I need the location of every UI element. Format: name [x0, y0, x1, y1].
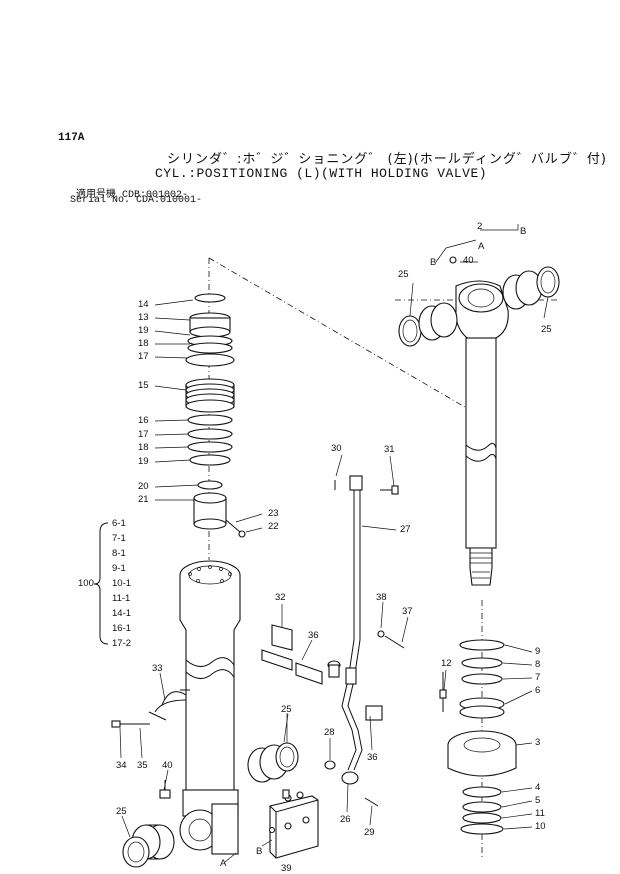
callout-36: 36	[308, 630, 319, 641]
callout-17b: 17	[138, 429, 149, 440]
group100-item-3: 8-1	[112, 548, 126, 559]
piston-rod	[455, 280, 509, 586]
callout-13: 13	[138, 312, 149, 323]
callout-2: 2	[477, 221, 483, 232]
callout-39: 39	[281, 863, 292, 874]
callout-25-upper-left: 25	[398, 269, 409, 280]
callout-25-lower: 25	[116, 806, 127, 817]
callout-28: 28	[324, 727, 335, 738]
callout-18: 18	[138, 338, 149, 349]
callout-33: 33	[152, 663, 163, 674]
callout-15: 15	[138, 380, 149, 391]
callout-40-lower: 40	[162, 760, 173, 771]
callout-36b: 36	[367, 752, 378, 763]
group100-item-5: 10-1	[112, 578, 132, 589]
leader-lines	[93, 224, 549, 863]
group100-item-4: 9-1	[112, 563, 126, 574]
callout-4: 4	[535, 782, 541, 793]
pipe-line	[324, 475, 405, 807]
seal-stack-left	[185, 293, 246, 538]
callout-40-upper: 40	[463, 255, 474, 266]
callout-7: 7	[535, 672, 541, 683]
callout-25-upper-right: 25	[541, 324, 552, 335]
callout-34: 34	[116, 760, 127, 771]
pipe-bracket	[261, 624, 341, 685]
callout-22: 22	[268, 521, 279, 532]
pin-bushings-lower	[122, 742, 299, 868]
label-b-left: B	[430, 257, 437, 268]
pin-bushings-upper	[398, 256, 560, 347]
grease-fitting	[159, 780, 171, 799]
callout-5: 5	[535, 795, 541, 806]
group100-item-2: 7-1	[112, 533, 126, 544]
group100-item-7: 14-1	[112, 608, 132, 619]
callout-11: 11	[535, 808, 545, 819]
callout-6: 6	[535, 685, 541, 696]
callout-9: 9	[535, 646, 541, 657]
callout-16: 16	[138, 415, 149, 426]
callout-20: 20	[138, 481, 149, 492]
label-b-port: B	[256, 846, 263, 857]
callout-25-mid: 25	[281, 704, 292, 715]
callout-32: 32	[275, 592, 286, 603]
callout-21: 21	[138, 494, 149, 505]
callout-29: 29	[364, 827, 375, 838]
group100-item-8: 16-1	[112, 623, 132, 634]
callout-8: 8	[535, 659, 541, 670]
callout-35: 35	[137, 760, 148, 771]
callout-30: 30	[331, 443, 342, 454]
seal-stack-right	[439, 639, 517, 835]
group100-item-9: 17-2	[112, 638, 132, 649]
callout-100: 100	[78, 578, 94, 589]
callout-12: 12	[441, 658, 452, 669]
callout-38: 38	[376, 592, 387, 603]
callout-37: 37	[402, 606, 413, 617]
serial-line-2: Serial No. CDA:010001-	[70, 195, 203, 206]
label-b-top: B	[520, 226, 527, 237]
title-japanese: シリンダ゛:ホ゛ジ゛ショニング゛ (左)(ホールディング゛バルブ゛付)	[167, 152, 607, 167]
callout-3: 3	[535, 737, 541, 748]
label-a-top: A	[478, 241, 485, 252]
callout-23: 23	[268, 508, 279, 519]
label-a-port: A	[220, 858, 227, 869]
callout-18b: 18	[138, 442, 149, 453]
callout-17: 17	[138, 351, 149, 362]
group100-item-1: 6-1	[112, 518, 126, 529]
callout-14: 14	[138, 299, 149, 310]
callout-10: 10	[535, 821, 546, 832]
callout-26: 26	[340, 814, 351, 825]
callout-27: 27	[400, 524, 411, 535]
figure-number: 117A	[58, 132, 85, 144]
serial-line-1: 適用号機 CDB:001002-	[76, 190, 189, 201]
callout-19b: 19	[138, 456, 149, 467]
group100-item-6: 11-1	[112, 593, 131, 604]
clamp-assembly	[111, 689, 190, 728]
title-english: CYL.:POSITIONING (L)(WITH HOLDING VALVE)	[155, 166, 488, 181]
holding-valve	[268, 789, 319, 859]
callout-31: 31	[384, 444, 395, 455]
callout-19: 19	[138, 325, 149, 336]
cylinder-tube	[179, 560, 241, 855]
